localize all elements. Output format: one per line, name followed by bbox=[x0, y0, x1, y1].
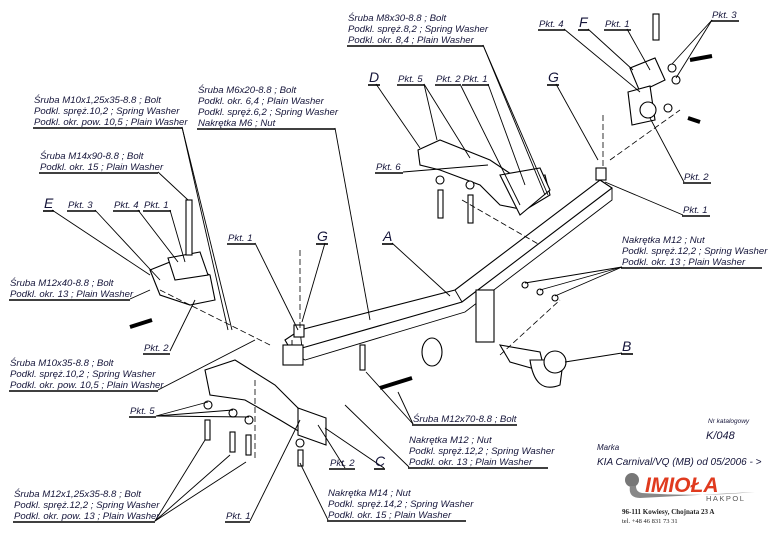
label-m6x20: Śruba M6x20-8.8 ; Bolt Podkl. okr. 6,4 ;… bbox=[197, 84, 339, 130]
part-letter-b: B bbox=[622, 338, 631, 354]
label-m12-nut-right: Nakrętka M12 ; Nut Podkl. spręż.12,2 ; S… bbox=[621, 235, 768, 269]
label-text: Podkl. spręż.12,2 ; Spring Washer bbox=[409, 446, 555, 457]
spacer-g-left bbox=[293, 324, 305, 338]
socket-plate bbox=[421, 337, 443, 367]
label-text: Podkl. okr. 8,4 ; Plain Washer bbox=[348, 35, 475, 46]
label-text: Podkl. okr. 13 ; Plain Washer bbox=[622, 257, 746, 268]
pkt-label: Pkt. 1 bbox=[605, 19, 630, 30]
label-text: Śruba M10x1,25x35-8.8 ; Bolt bbox=[34, 94, 161, 106]
label-text: Śruba M12x40-8.8 ; Bolt bbox=[10, 277, 114, 289]
spacer-g-right bbox=[595, 167, 607, 181]
main-crossbar-a bbox=[282, 167, 613, 366]
brand-label: Marka bbox=[597, 443, 620, 452]
label-m14x90: Śruba M14x90-8.8 ; Bolt Podkl. okr. 15 ;… bbox=[39, 150, 164, 174]
pkt-label: Pkt. 5 bbox=[398, 74, 423, 85]
pkt-label: Pkt. 4 bbox=[539, 19, 564, 30]
label-text: Śruba M14x90-8.8 ; Bolt bbox=[40, 150, 144, 162]
label-text: Podkl. spręż.14,2 ; Spring Washer bbox=[328, 499, 474, 510]
centerlines bbox=[159, 109, 681, 460]
label-text: Podkl. okr. pow. 10,5 ; Plain Washer bbox=[34, 117, 188, 128]
label-text: Śruba M6x20-8.8 ; Bolt bbox=[198, 84, 296, 96]
pkt-label: Pkt. 1 bbox=[144, 200, 169, 211]
imiola-hakpol-logo: IMIOŁA HAKPOL bbox=[625, 473, 755, 503]
label-text: Podkl. okr. 13 ; Plain Washer bbox=[409, 457, 533, 468]
label-text: Śruba M12x1,25x35-8.8 ; Bolt bbox=[14, 488, 141, 500]
part-letter-f: F bbox=[579, 14, 589, 30]
bolts bbox=[129, 13, 713, 467]
label-m12-nut-c: Nakrętka M12 ; Nut Podkl. spręż.12,2 ; S… bbox=[408, 435, 555, 469]
bracket-f bbox=[627, 57, 666, 126]
crossbar-end-left bbox=[282, 344, 304, 366]
bracket-e bbox=[149, 251, 216, 306]
catalog-number: K/048 bbox=[706, 430, 736, 442]
pkt-label: Pkt. 2 bbox=[684, 172, 709, 183]
point-labels: Pkt. 3 Pkt. 4 Pkt. 1 Pkt. 2 Pkt. 5 Pkt. … bbox=[67, 10, 739, 523]
tow-ball-b bbox=[421, 289, 567, 388]
part-letter-g: G bbox=[317, 228, 328, 244]
logo-subtext: HAKPOL bbox=[706, 494, 745, 503]
pkt-label: Pkt. 6 bbox=[376, 162, 401, 173]
pkt-label: Pkt. 1 bbox=[228, 233, 253, 244]
bracket-c bbox=[204, 359, 327, 446]
label-text: Podkl. spręż.12,2 ; Spring Washer bbox=[14, 500, 160, 511]
label-m8x30: Śruba M8x30-8.8 ; Bolt Podkl. spręż.8,2 … bbox=[347, 12, 489, 47]
label-text: Śruba M10x35-8.8 ; Bolt bbox=[10, 357, 114, 369]
label-text: Podkl. okr. 6,4 ; Plain Washer bbox=[198, 96, 325, 107]
label-text: Nakrętka M12 ; Nut bbox=[409, 435, 492, 446]
vehicle-model: KIA Carnival/VQ (MB) od 05/2006 - > bbox=[597, 457, 762, 468]
part-letter-c: C bbox=[375, 453, 386, 469]
pkt-label: Pkt. 3 bbox=[68, 200, 93, 211]
label-text: Podkl. spręż.10,2 ; Spring Washer bbox=[34, 106, 180, 117]
part-letters: E G A C B G D F bbox=[43, 14, 633, 470]
pkt-label: Pkt. 1 bbox=[226, 511, 251, 522]
part-letter-a: A bbox=[382, 228, 392, 244]
label-text: Nakrętka M14 ; Nut bbox=[328, 488, 411, 499]
label-m10x35: Śruba M10x35-8.8 ; Bolt Podkl. spręż.10,… bbox=[9, 357, 164, 392]
label-text: Podkl. okr. pow. 10,5 ; Plain Washer bbox=[10, 380, 164, 391]
label-text: Śruba M8x30-8.8 ; Bolt bbox=[348, 12, 446, 24]
label-text: Podkl. spręż.6,2 ; Spring Washer bbox=[198, 107, 339, 118]
pkt-label: Pkt. 2 bbox=[436, 74, 461, 85]
leader-lines bbox=[51, 19, 713, 522]
pkt-label: Pkt. 5 bbox=[130, 406, 155, 417]
label-text: Podkl. spręż.8,2 ; Spring Washer bbox=[348, 24, 489, 35]
catalog-label: Nr katalogowy bbox=[708, 418, 750, 425]
label-text: Podkl. okr. 15 ; Plain Washer bbox=[328, 510, 452, 521]
label-text: Nakrętka M6 ; Nut bbox=[198, 118, 276, 129]
part-letter-d: D bbox=[369, 69, 379, 85]
company-address: 96-111 Kowiesy, Chojnata 23 A bbox=[622, 508, 714, 516]
pkt-label: Pkt. 4 bbox=[114, 200, 139, 211]
company-phone: tel. +48 46 831 73 31 bbox=[622, 518, 678, 525]
pkt-label: Pkt. 2 bbox=[330, 458, 355, 469]
pkt-label: Pkt. 2 bbox=[144, 343, 169, 354]
label-m12x70: Śruba M12x70-8.8 ; Bolt bbox=[412, 413, 517, 426]
label-m10x125: Śruba M10x1,25x35-8.8 ; Bolt Podkl. sprę… bbox=[33, 94, 188, 129]
title-block: Nr katalogowy K/048 Marka KIA Carnival/V… bbox=[597, 418, 762, 525]
part-letter-e: E bbox=[44, 195, 54, 211]
label-text: Śruba M12x70-8.8 ; Bolt bbox=[413, 413, 517, 425]
label-m12x125: Śruba M12x1,25x35-8.8 ; Bolt Podkl. sprę… bbox=[13, 488, 160, 523]
pkt-label: Pkt. 1 bbox=[463, 74, 488, 85]
part-letter-g: G bbox=[548, 69, 559, 85]
label-m14-nut: Nakrętka M14 ; Nut Podkl. spręż.14,2 ; S… bbox=[327, 488, 474, 522]
label-text: Podkl. okr. 13 ; Plain Washer bbox=[10, 289, 134, 300]
label-m12x40: Śruba M12x40-8.8 ; Bolt Podkl. okr. 13 ;… bbox=[9, 277, 134, 301]
label-text: Podkl. spręż.10,2 ; Spring Washer bbox=[10, 369, 156, 380]
label-text: Podkl. okr. 15 ; Plain Washer bbox=[40, 162, 164, 173]
label-text: Podkl. spręż.12,2 ; Spring Washer bbox=[622, 246, 768, 257]
logo-text: IMIOŁA bbox=[645, 474, 719, 497]
pkt-label: Pkt. 3 bbox=[712, 10, 737, 21]
pkt-label: Pkt. 1 bbox=[683, 205, 708, 216]
label-text: Nakrętka M12 ; Nut bbox=[622, 235, 705, 246]
label-text: Podkl. okr. pow. 13 ; Plain Washer bbox=[14, 511, 160, 522]
